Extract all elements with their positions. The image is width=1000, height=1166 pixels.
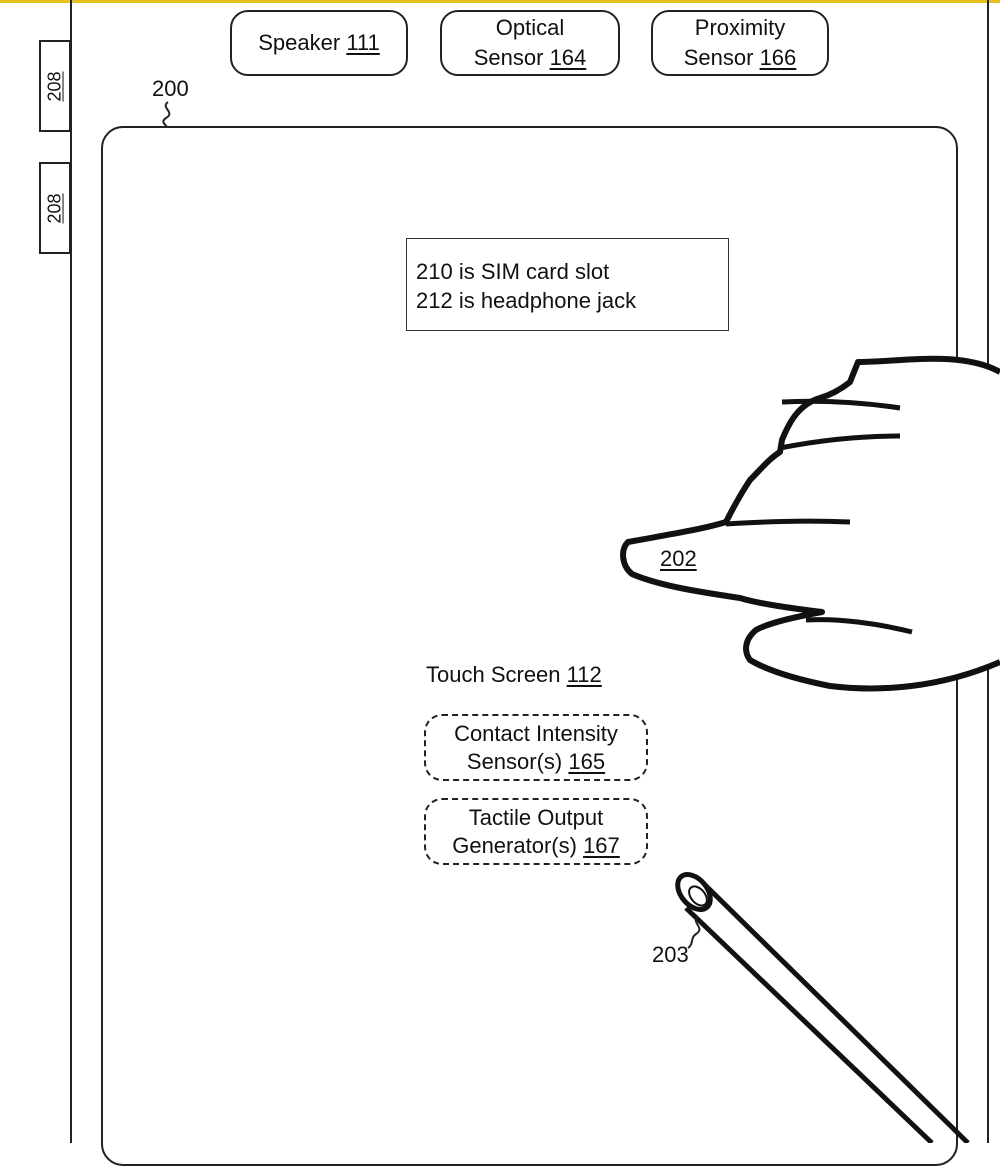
touch-screen-name: Touch Screen <box>426 662 561 687</box>
hand-knuckle-line-2 <box>781 398 901 411</box>
proximity-sensor-ref: 166 <box>759 45 797 70</box>
speaker-box: Speaker 111 <box>230 10 408 76</box>
speaker-ref: 111 <box>346 30 380 55</box>
hand-knuckle-line-1 <box>779 433 901 451</box>
contact-intensity-line2: Sensor(s) 165 <box>467 748 605 776</box>
contact-intensity-name: Sensor(s) <box>466 748 563 774</box>
touch-screen-label: Touch Screen 112 <box>426 662 602 688</box>
speaker-name: Speaker <box>258 30 341 55</box>
housing-left-edge <box>70 0 72 1143</box>
tactile-output-generator-box: Tactile Output Generator(s) 167 <box>424 798 648 865</box>
tactile-output-line2: Generator(s) 167 <box>452 832 620 860</box>
finger-ref: 202 <box>660 546 697 571</box>
optical-sensor-line2: Sensor 164 <box>474 43 587 73</box>
contact-intensity-ref: 165 <box>568 748 606 774</box>
contact-intensity-sensor-box: Contact Intensity Sensor(s) 165 <box>424 714 648 781</box>
contact-intensity-line1: Contact Intensity <box>454 720 618 746</box>
note-line-2: 212 is headphone jack <box>416 288 637 313</box>
hand-knuckle-line-4 <box>805 617 913 635</box>
optical-sensor-box: Optical Sensor 164 <box>440 10 620 76</box>
finger-ref-label: 202 <box>660 546 697 572</box>
tactile-output-ref: 167 <box>583 832 620 858</box>
touch-screen-ref: 112 <box>566 662 602 687</box>
stylus-ref-label: 203 <box>652 942 689 967</box>
hand-knuckle-line-3 <box>725 518 851 527</box>
device-ref-label: 200 <box>152 76 189 101</box>
proximity-sensor-line2: Sensor 166 <box>684 43 797 73</box>
proximity-sensor-box: Proximity Sensor 166 <box>651 10 829 76</box>
side-button-lower: 208 <box>39 162 71 254</box>
side-button-upper: 208 <box>39 40 71 132</box>
tactile-output-name: Generator(s) <box>452 832 577 858</box>
stylus-icon <box>675 872 970 1143</box>
top-accent-bar <box>0 0 1000 3</box>
tactile-output-line1: Tactile Output <box>468 804 604 830</box>
device-leader-line <box>162 101 171 128</box>
optical-sensor-line1: Optical <box>495 15 565 40</box>
note-box: 210 is SIM card slot 212 is headphone ja… <box>406 238 729 331</box>
speaker-label: Speaker 111 <box>258 28 380 58</box>
optical-sensor-ref: 164 <box>549 45 587 70</box>
proximity-sensor-name: Sensor <box>683 45 754 70</box>
note-line-1: 210 is SIM card slot <box>416 259 610 284</box>
stylus-leader-line <box>687 915 701 949</box>
optical-sensor-name: Sensor <box>473 45 544 70</box>
proximity-sensor-line1: Proximity <box>694 15 786 40</box>
